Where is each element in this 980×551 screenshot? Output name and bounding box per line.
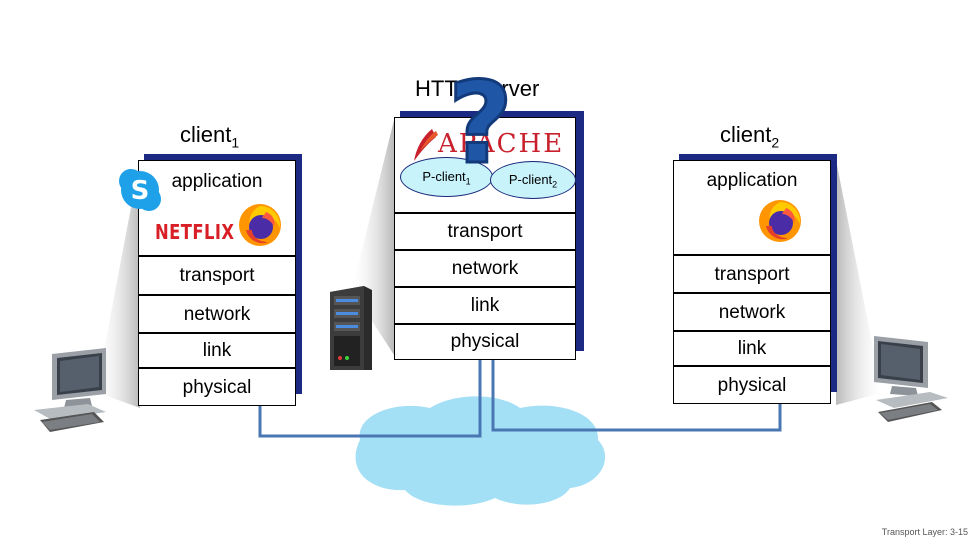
server-link-layer: link <box>394 287 576 324</box>
client2-projection-cone <box>836 160 882 405</box>
client1-projection-cone <box>96 160 140 408</box>
netflix-logo: NETFLIX <box>155 220 235 244</box>
firefox-icon <box>236 200 284 248</box>
client2-link-layer: link <box>673 331 831 366</box>
p-client1-process: P-client1 <box>400 157 493 197</box>
client1-link-layer: link <box>138 333 296 368</box>
client1-desktop-computer <box>30 348 110 440</box>
server-physical-layer: physical <box>394 324 576 360</box>
client2-title: client2 <box>720 122 780 151</box>
p-client2-process: P-client2 <box>490 161 576 199</box>
client2-desktop-computer <box>870 336 952 428</box>
client1-protocol-stack: application transport network link physi… <box>138 154 302 408</box>
client1-transport-layer: transport <box>138 256 296 295</box>
client2-physical-layer: physical <box>673 366 831 404</box>
server-network-layer: network <box>394 250 576 287</box>
apache-logo: APACHE <box>410 127 570 163</box>
question-mark-icon: ? <box>447 59 515 189</box>
network-cloud <box>355 396 606 506</box>
client2-protocol-stack: application transport network link physi… <box>673 154 837 408</box>
firefox-icon <box>756 196 804 244</box>
skype-icon: S <box>116 166 164 214</box>
client1-physical-layer: physical <box>138 368 296 406</box>
server-tower-icon <box>328 284 374 372</box>
server-title: HTTP server <box>415 76 540 101</box>
client2-application-layer: application <box>673 160 831 255</box>
client2-network-layer: network <box>673 293 831 331</box>
svg-text:S: S <box>131 176 150 206</box>
server-transport-layer: transport <box>394 213 576 250</box>
slide-footer: Transport Layer: 3-15 <box>881 527 968 537</box>
client1-network-layer: network <box>138 295 296 333</box>
client2-transport-layer: transport <box>673 255 831 293</box>
client1-title: client1 <box>180 122 240 151</box>
